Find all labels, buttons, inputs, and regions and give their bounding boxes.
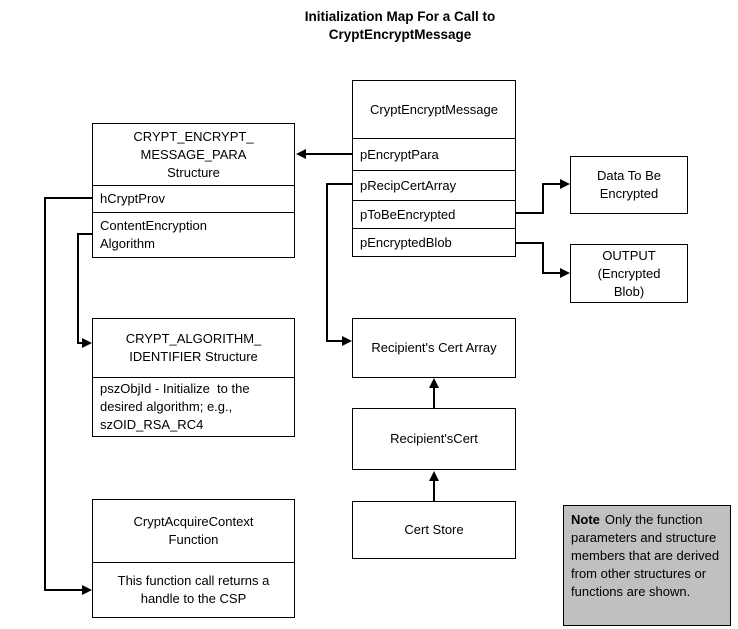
box-cryptacquirecontext-function: CryptAcquireContext Function This functi… xyxy=(92,499,295,618)
connector-hcryptprov-h1 xyxy=(45,197,92,199)
box-para-structure-header: CRYPT_ENCRYPT_ MESSAGE_PARA Structure xyxy=(133,128,254,180)
diagram-title: Initialization Map For a Call to CryptEn… xyxy=(304,9,496,42)
box-crypt-encrypt-message: CryptEncryptMessage pEncryptPara pRecipC… xyxy=(352,80,516,257)
connector-ptobeencrypted-v xyxy=(542,183,544,214)
box-algorithm-identifier-body: pszObjId - Initialize to the desired alg… xyxy=(93,377,294,436)
arrowhead-icon xyxy=(560,268,570,278)
connector-pencryptedblob-h2 xyxy=(542,272,561,274)
connector-contentencryption-v xyxy=(77,233,79,344)
box-crypt-encrypt-message-para-structure: CRYPT_ENCRYPT_ MESSAGE_PARA Structure hC… xyxy=(92,123,295,258)
arrowhead-icon xyxy=(429,378,439,388)
box-cryptacquirecontext-body: This function call returns a handle to t… xyxy=(93,562,294,617)
row-ptobeencrypted: pToBeEncrypted xyxy=(353,200,515,228)
connector-ptobeencrypted-h2 xyxy=(542,183,561,185)
row-contentencryption-algorithm: ContentEncryption Algorithm xyxy=(93,212,294,257)
note-text: Only the function parameters and structu… xyxy=(571,512,720,599)
connector-precipcertarray-h1 xyxy=(327,183,352,185)
box-crypt-algorithm-identifier: CRYPT_ALGORITHM_ IDENTIFIER Structure ps… xyxy=(92,318,295,437)
box-recipients-cert: Recipient'sCert xyxy=(352,408,516,470)
arrowhead-icon xyxy=(429,471,439,481)
connector-precipcertarray-v xyxy=(326,183,328,342)
connector-pencryptedblob-v xyxy=(542,242,544,274)
box-cryptacquirecontext-header: CryptAcquireContext Function xyxy=(133,514,254,547)
row-precipcertarray: pRecipCertArray xyxy=(353,170,515,200)
connector-recipientscert-up xyxy=(433,387,435,408)
arrowhead-icon xyxy=(342,336,352,346)
connector-pencryptpara-to-para-structure xyxy=(304,153,352,155)
box-cert-store: Cert Store xyxy=(352,501,516,559)
box-algorithm-identifier-header: CRYPT_ALGORITHM_ IDENTIFIER Structure xyxy=(125,331,262,364)
box-crypt-encrypt-message-header: CryptEncryptMessage xyxy=(370,101,498,117)
note-label: Note xyxy=(571,512,600,527)
box-output-encrypted-blob-label: OUTPUT (Encrypted Blob) xyxy=(597,247,661,299)
connector-contentencryption-h2 xyxy=(77,342,83,344)
row-pencryptedblob: pEncryptedBlob xyxy=(353,228,515,256)
box-recipients-cert-array-label: Recipient's Cert Array xyxy=(371,340,497,355)
arrowhead-icon xyxy=(82,585,92,595)
arrowhead-icon xyxy=(560,179,570,189)
row-hcryptprov: hCryptProv xyxy=(93,185,294,212)
connector-ptobeencrypted-h1 xyxy=(516,212,544,214)
arrowhead-icon xyxy=(82,338,92,348)
row-pencryptpara: pEncryptPara xyxy=(353,138,515,170)
connector-contentencryption-h1 xyxy=(78,233,92,235)
box-data-to-be-encrypted: Data To Be Encrypted xyxy=(570,156,688,214)
connector-certstore-up xyxy=(433,480,435,501)
box-cert-store-label: Cert Store xyxy=(404,522,464,537)
connector-pencryptedblob-h1 xyxy=(516,242,544,244)
box-recipients-cert-array: Recipient's Cert Array xyxy=(352,318,516,378)
connector-precipcertarray-h2 xyxy=(326,340,344,342)
connector-hcryptprov-v xyxy=(44,197,46,591)
box-data-to-be-encrypted-label: Data To Be Encrypted xyxy=(596,168,662,201)
connector-hcryptprov-h2 xyxy=(44,589,83,591)
box-output-encrypted-blob: OUTPUT (Encrypted Blob) xyxy=(570,244,688,303)
arrowhead-icon xyxy=(296,149,306,159)
box-recipients-cert-label: Recipient'sCert xyxy=(390,431,478,446)
